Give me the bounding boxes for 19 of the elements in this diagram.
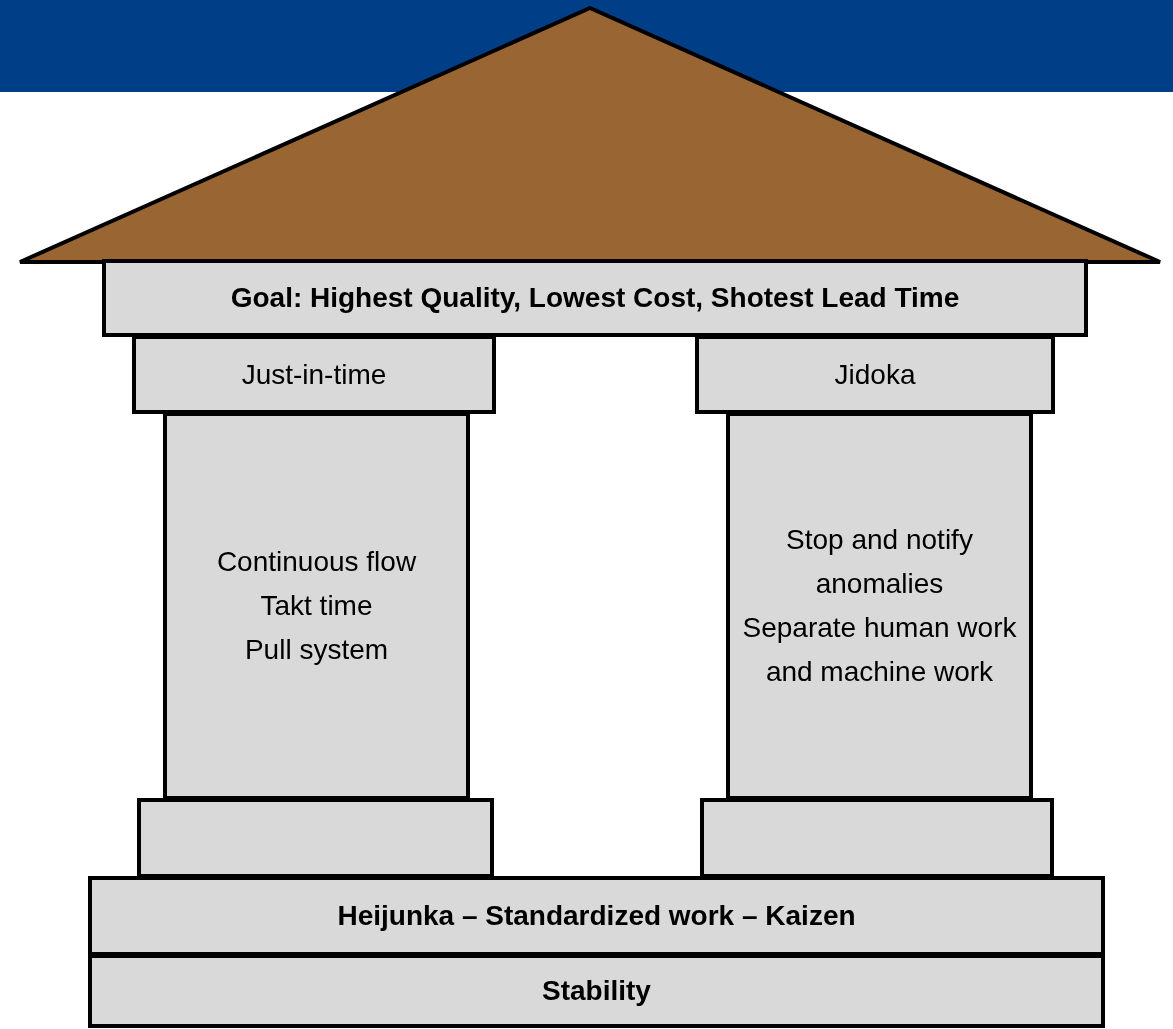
pillar-text: Pull system (244, 633, 389, 667)
stability-band (88, 954, 1105, 1028)
foundation-text: Heijunka – Standardized work – Kaizen (337, 899, 856, 933)
pillar-base (700, 798, 1054, 878)
pillar-capital (132, 335, 496, 414)
pillar-title: Jidoka (834, 357, 916, 392)
pillar-shaft (163, 412, 470, 800)
pillar-text: Continuous flow (216, 545, 417, 579)
pillar-shaft (726, 412, 1033, 800)
pillar-base (137, 798, 494, 878)
pillar-title: Just-in-time (241, 357, 387, 392)
foundation-band (88, 876, 1105, 956)
pillar-capital (695, 335, 1055, 414)
goal-text: Goal: Highest Quality, Lowest Cost, Shotest Lead Time (230, 281, 960, 315)
pillar-text: Separate human work and machine work (742, 611, 1017, 689)
goal-beam (102, 259, 1088, 337)
pillar-text: Stop and notify anomalies (785, 523, 974, 601)
foundation-text: Stability (542, 974, 651, 1008)
pillar-text: Takt time (260, 589, 373, 623)
